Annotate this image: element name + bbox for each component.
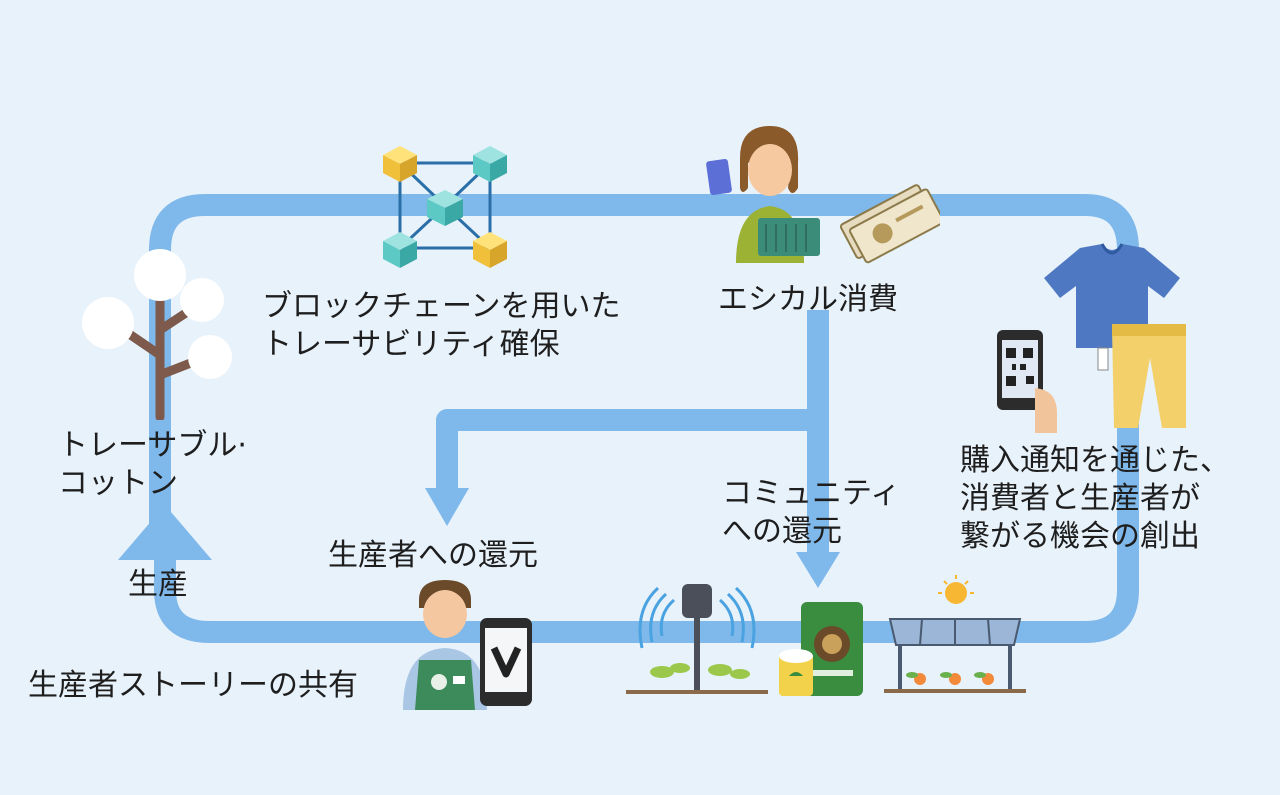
blockchain-traceability-label: ブロックチェーンを用いた トレーサビリティ確保: [262, 289, 621, 362]
production-label: 生産: [128, 567, 188, 602]
qr-phone-icon: [997, 330, 1057, 433]
farmer-icon: [403, 580, 487, 710]
producer-arrow-head: [425, 488, 469, 526]
app-phone-icon: [480, 618, 532, 706]
producer-return-label: 生産者への還元: [328, 538, 538, 573]
cotton-plant-icon: [82, 249, 232, 420]
solar-greenhouse-icon: [884, 575, 1026, 693]
community-return-label: コミュニティ への還元: [722, 476, 901, 549]
clothing-icon: [1044, 243, 1186, 428]
production-arrow-head: [118, 505, 212, 560]
banknotes-icon: [839, 184, 940, 264]
community-arrow-head: [796, 552, 840, 588]
producer-branch: [436, 409, 818, 490]
traceable-cotton-label: トレーサブル· コットン: [58, 428, 247, 501]
blockchain-cubes-icon: [383, 146, 507, 268]
purchase-notification-label: 購入通知を通じた、 消費者と生産者が 繋がる機会の創出: [960, 443, 1230, 554]
irrigation-icon: [626, 584, 768, 694]
ethical-consumption-label: エシカル消費: [718, 282, 898, 317]
producer-story-label: 生産者ストーリーの共有: [28, 668, 358, 703]
fertilizer-bags-icon: [779, 602, 863, 696]
shopper-woman-icon: [706, 126, 820, 263]
